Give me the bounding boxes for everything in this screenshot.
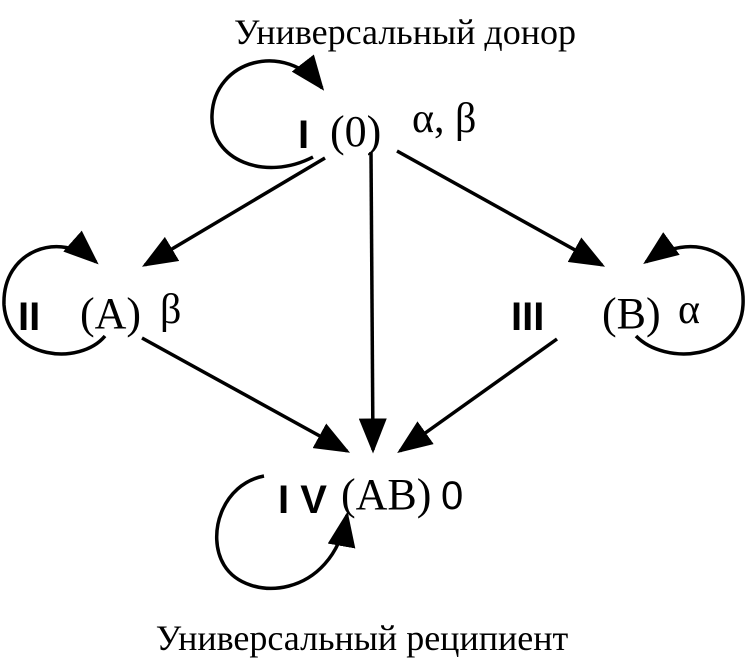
node-group-3-agglutinins: α xyxy=(678,287,700,333)
universal-donor-caption: Универсальный донор xyxy=(234,12,576,52)
node-group-1-agglutinins: α, β xyxy=(412,96,476,142)
node-group-2-type: (A) xyxy=(80,289,141,338)
node-group-3-roman: III xyxy=(511,295,544,339)
node-group-3-type: (B) xyxy=(602,289,661,338)
self-loop-group1 xyxy=(210,54,325,170)
node-group-4-roman: I V xyxy=(278,478,327,522)
node-group-2: II (A) β xyxy=(18,287,181,339)
node-group-2-agglutinins: β xyxy=(160,287,181,333)
node-group-4: I V (AB) 0 xyxy=(278,470,463,522)
self-loop-group4 xyxy=(215,474,356,591)
universal-recipient-caption: Универсальный реципиент xyxy=(156,618,569,658)
arrow-group1-to-group4 xyxy=(358,151,387,454)
node-group-4-agglutinins: 0 xyxy=(441,474,463,518)
node-group-1-type: (0) xyxy=(330,107,381,156)
arrow-group1-to-group3 xyxy=(396,149,606,267)
node-group-4-type: (AB) xyxy=(341,470,431,519)
arrow-group2-to-group4 xyxy=(141,336,351,453)
arrow-group3-to-group4 xyxy=(397,337,559,454)
node-group-2-roman: II xyxy=(18,295,40,339)
node-group-1: I (0) α, β xyxy=(298,96,476,157)
self-loop-group2 xyxy=(2,230,107,356)
node-group-3: III (B) α xyxy=(511,287,700,339)
arrow-group1-to-group2 xyxy=(141,156,326,267)
self-loop-group3 xyxy=(634,232,745,356)
node-group-1-roman: I xyxy=(298,113,309,157)
